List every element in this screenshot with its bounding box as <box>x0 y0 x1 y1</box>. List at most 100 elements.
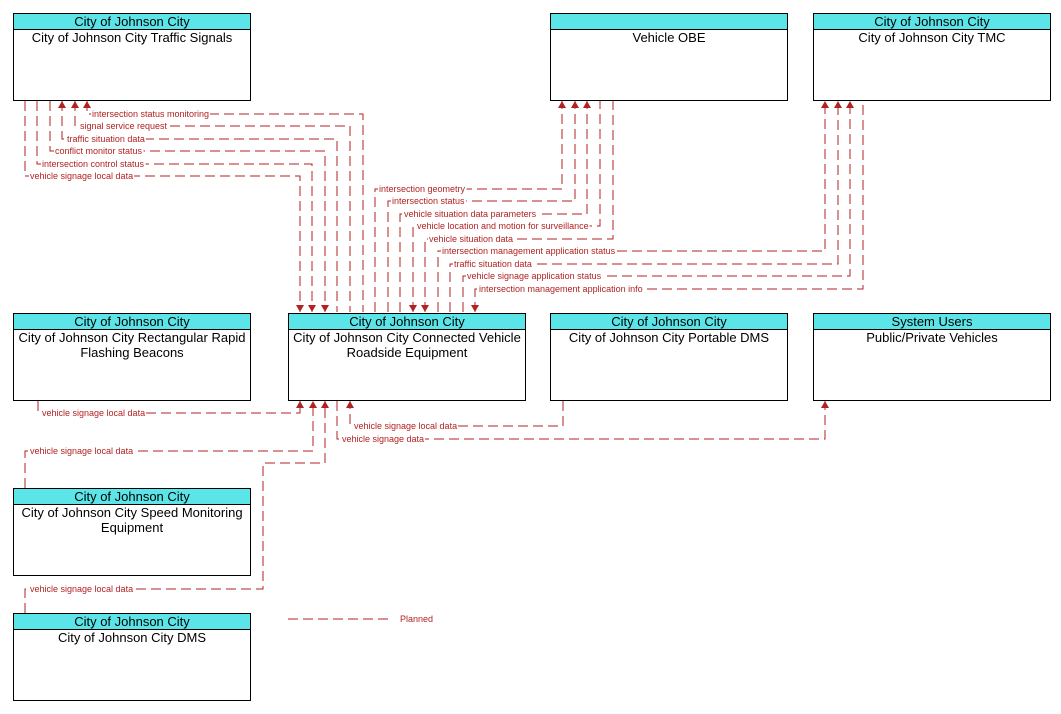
flow-line-ts-2 <box>74 101 351 312</box>
flow-label-ts-2: signal service request <box>80 121 168 131</box>
flow-label-ts-4: conflict monitor status <box>55 146 143 156</box>
flow-line-ts-1 <box>86 101 364 312</box>
flow-line-obe-1 <box>374 101 563 312</box>
flow-label-obe-3: vehicle situation data parameters <box>404 209 537 219</box>
element-owner: City of Johnson City <box>14 614 250 630</box>
flow-label-backing <box>466 271 603 281</box>
arrowhead-obe-1 <box>558 101 566 108</box>
element-tmc[interactable]: City of Johnson City City of Johnson Cit… <box>813 13 1051 101</box>
arrowhead-tmc-2 <box>834 101 842 108</box>
arrowhead-ts-3 <box>58 101 66 108</box>
flow-label-smon-1: vehicle signage local data <box>30 446 133 456</box>
element-speed-monitoring[interactable]: City of Johnson City City of Johnson Cit… <box>13 488 251 576</box>
element-name: City of Johnson City Connected Vehicle R… <box>293 330 521 360</box>
flow-line-tmc-3 <box>462 101 851 312</box>
element-name: City of Johnson City DMS <box>57 630 207 645</box>
flow-label-pdms-1: vehicle signage local data <box>354 421 457 431</box>
flow-label-ts-6: vehicle signage local data <box>30 171 133 181</box>
flow-label-tmc-1: intersection management application stat… <box>442 246 616 256</box>
flow-label-backing <box>66 134 146 144</box>
flow-label-ts-3: traffic situation data <box>67 134 145 144</box>
element-owner: City of Johnson City <box>14 14 250 30</box>
flow-label-obe-5: vehicle situation data <box>429 234 513 244</box>
arrowhead-smon-1 <box>309 401 317 408</box>
flow-line-smon-1 <box>24 401 314 488</box>
flow-label-rrfb-1: vehicle signage local data <box>42 408 145 418</box>
arrowhead-ts-2 <box>71 101 79 108</box>
element-portable-dms[interactable]: City of Johnson City City of Johnson Cit… <box>550 313 788 401</box>
flow-line-tmc-4 <box>474 101 864 312</box>
arrowhead-tmc-4 <box>471 305 479 312</box>
flow-label-backing <box>79 121 169 131</box>
flow-label-backing <box>41 159 146 169</box>
flow-label-ts-1: intersection status monitoring <box>92 109 209 119</box>
flow-line-obe-4 <box>412 101 601 312</box>
element-owner: System Users <box>814 314 1050 330</box>
arrowhead-ts-6 <box>296 305 304 312</box>
flow-line-ts-3 <box>61 101 338 312</box>
flow-label-dms-1: vehicle signage local data <box>30 584 133 594</box>
flow-label-backing <box>416 221 590 231</box>
flow-line-dms-1 <box>24 401 326 613</box>
element-dms[interactable]: City of Johnson City City of Johnson Cit… <box>13 613 251 701</box>
element-owner: City of Johnson City <box>14 489 250 505</box>
flow-label-backing <box>428 234 515 244</box>
flow-label-backing <box>29 171 135 181</box>
arrowhead-obe-5 <box>421 305 429 312</box>
arrowhead-rrfb-1 <box>296 401 304 408</box>
element-rrfb[interactable]: City of Johnson City City of Johnson Cit… <box>13 313 251 401</box>
element-vehicle-obe[interactable]: Vehicle OBE <box>550 13 788 101</box>
element-name: City of Johnson City Traffic Signals <box>31 30 233 45</box>
flow-label-backing <box>29 584 135 594</box>
arrowhead-ts-4 <box>321 305 329 312</box>
flow-label-backing <box>29 446 135 456</box>
flow-line-tmc-2 <box>449 101 839 312</box>
flow-label-backing <box>453 259 533 269</box>
arrowhead-ts-5 <box>308 305 316 312</box>
arrowhead-obe-3 <box>583 101 591 108</box>
flow-line-obe-5 <box>424 101 614 312</box>
element-name: City of Johnson City Speed Monitoring Eq… <box>21 505 243 535</box>
flow-line-pv-1 <box>336 401 826 440</box>
element-traffic-signals[interactable]: City of Johnson City City of Johnson Cit… <box>13 13 251 101</box>
flow-label-backing <box>91 109 211 119</box>
flow-line-obe-3 <box>399 101 588 312</box>
flow-label-backing <box>54 146 144 156</box>
flow-label-obe-1: intersection geometry <box>379 184 466 194</box>
element-owner: City of Johnson City <box>289 314 525 330</box>
flow-label-backing <box>403 209 538 219</box>
flow-line-ts-5 <box>36 101 313 312</box>
element-name: City of Johnson City Portable DMS <box>568 330 770 345</box>
flow-line-ts-6 <box>24 101 301 312</box>
arrowhead-ts-1 <box>83 101 91 108</box>
flow-label-pv-1: vehicle signage data <box>342 434 424 444</box>
flow-line-ts-4 <box>49 101 326 312</box>
flow-label-ts-5: intersection control status <box>42 159 145 169</box>
arrowhead-pdms-1 <box>346 401 354 408</box>
flow-label-obe-4: vehicle location and motion for surveill… <box>417 221 589 231</box>
flow-label-backing <box>478 284 644 294</box>
element-name: Vehicle OBE <box>632 30 706 45</box>
flow-label-obe-2: intersection status <box>392 196 465 206</box>
flow-line-tmc-1 <box>437 101 826 312</box>
flow-label-backing <box>378 184 467 194</box>
arrowhead-tmc-3 <box>846 101 854 108</box>
element-owner: City of Johnson City <box>551 314 787 330</box>
flow-label-backing <box>441 246 617 256</box>
element-owner: City of Johnson City <box>814 14 1050 30</box>
arrowhead-tmc-1 <box>821 101 829 108</box>
arrowhead-obe-2 <box>571 101 579 108</box>
flow-label-backing <box>399 614 435 624</box>
flow-label-tmc-3: vehicle signage application status <box>467 271 602 281</box>
element-name: Public/Private Vehicles <box>866 330 998 345</box>
element-name: City of Johnson City TMC <box>858 30 1006 45</box>
flow-label-backing <box>41 408 147 418</box>
element-public-vehicles[interactable]: System Users Public/Private Vehicles <box>813 313 1051 401</box>
element-cv-rse[interactable]: City of Johnson City City of Johnson Cit… <box>288 313 526 401</box>
flow-label-backing <box>353 421 459 431</box>
legend-label: Planned <box>400 614 433 624</box>
flow-label-backing <box>391 196 467 206</box>
flow-label-backing <box>341 434 426 444</box>
element-owner <box>551 14 787 30</box>
arrowhead-obe-4 <box>409 305 417 312</box>
